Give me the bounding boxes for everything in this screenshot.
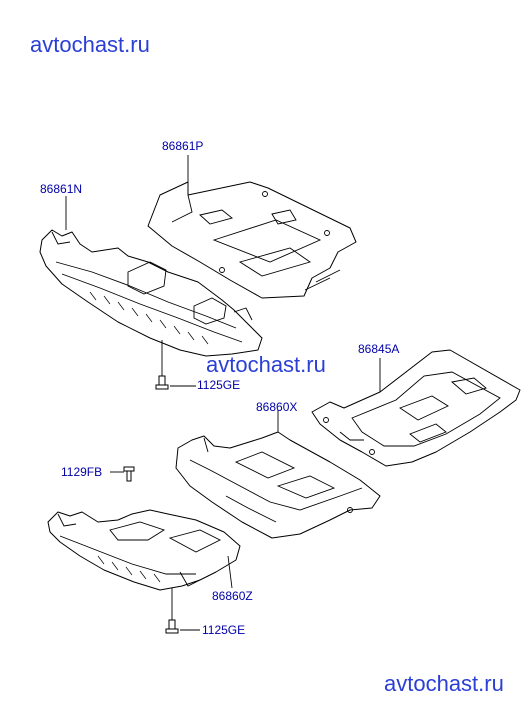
part-86861N-drawing: [39, 196, 263, 378]
watermark-middle: avtochast.ru: [206, 352, 326, 377]
label-86860X: 86860X: [256, 400, 298, 414]
part-86845A-drawing: [311, 349, 521, 467]
label-1129FB: 1129FB: [61, 465, 103, 479]
label-1125GE-upper: 1125GE: [197, 378, 241, 392]
label-86861P: 86861P: [162, 139, 204, 153]
part-86860X-drawing: [175, 410, 381, 539]
screw-1129FB-drawing: [110, 466, 135, 482]
label-86861N: 86861N: [40, 182, 83, 196]
label-86860Z: 86860Z: [212, 589, 253, 603]
bolt-1125GE-lower-drawing: [165, 619, 200, 634]
label-86845A: 86845A: [358, 342, 400, 356]
part-86861P-drawing: [147, 155, 357, 299]
label-1125GE-lower: 1125GE: [202, 623, 246, 637]
watermark-bottom: avtochast.ru: [384, 671, 504, 696]
watermark-top: avtochast.ru: [30, 32, 150, 57]
bolt-1125GE-upper-drawing: [155, 375, 196, 390]
part-86860Z-drawing: [47, 509, 241, 622]
